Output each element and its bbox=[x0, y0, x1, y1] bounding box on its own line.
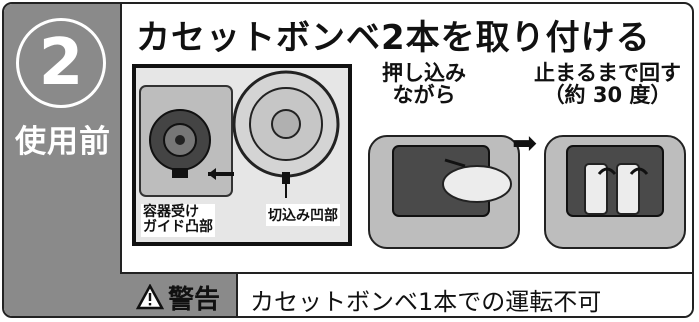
right-arrow-icon: ➡ bbox=[512, 126, 538, 161]
receiver-guide-label-line2: ガイド凸部 bbox=[143, 219, 213, 236]
rotate-caption: 止まるまで回す （約 30 度） bbox=[534, 62, 681, 106]
warning-message: カセットボンベ1本での運転不可 bbox=[250, 288, 602, 316]
notch-label: 切込み凹部 bbox=[266, 204, 340, 226]
installation-photos bbox=[359, 64, 689, 254]
warning-header: 警告 bbox=[120, 274, 238, 316]
warning-triangle-icon bbox=[135, 284, 164, 310]
rotate-caption-line1: 止まるまで回す bbox=[534, 61, 681, 85]
push-caption: 押し込み ながら bbox=[382, 62, 466, 106]
push-caption-line1: 押し込み bbox=[382, 61, 466, 85]
step-sidebar: 2 使用前 bbox=[4, 4, 122, 316]
receiver-guide-label-line1: 容器受け bbox=[143, 204, 199, 220]
step-number: 2 bbox=[38, 26, 84, 100]
push-caption-line2: ながら bbox=[392, 83, 456, 108]
rotate-caption-line2: （約 30 度） bbox=[543, 83, 672, 108]
installation-illustration bbox=[368, 135, 686, 249]
phase-label: 使用前 bbox=[15, 124, 111, 160]
step-number-circle: 2 bbox=[16, 18, 106, 108]
warning-bar: 警告 カセットボンベ1本での運転不可 bbox=[120, 272, 692, 316]
warning-label: 警告 bbox=[167, 284, 220, 315]
step-title: カセットボンベ2本を取り付ける bbox=[136, 18, 651, 58]
instruction-card: 2 使用前 カセットボンベ2本を取り付ける 容器受け ガイド凸部 切込み凹部 押… bbox=[2, 2, 694, 318]
receiver-guide-label: 容器受け ガイド凸部 bbox=[141, 204, 215, 237]
